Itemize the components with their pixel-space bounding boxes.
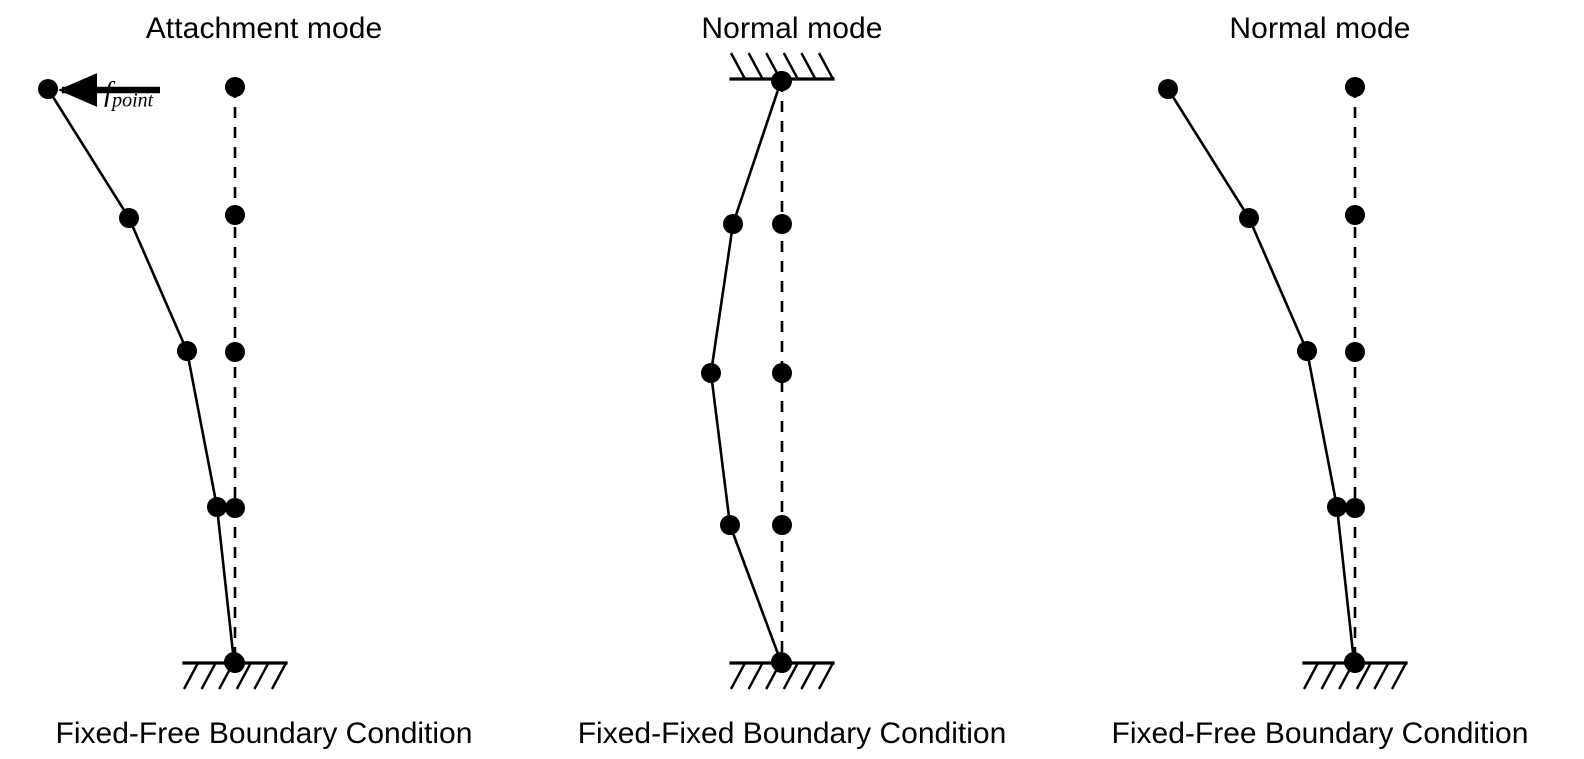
- force-label: fpoint: [104, 76, 153, 113]
- ground-hatch-2-bottom-4: [1373, 662, 1390, 690]
- ground-support-1-bottom: [729, 661, 835, 690]
- ground-hatch-0-bottom-0: [182, 662, 200, 690]
- deformed-node-3: [1327, 497, 1347, 517]
- deformed-node-2: [701, 363, 721, 383]
- panel-caption: Fixed-Free Boundary Condition: [55, 717, 473, 750]
- deformed-node-1: [1239, 208, 1259, 228]
- reference-node-2: [225, 342, 245, 362]
- ground-hatch-0-bottom-1: [200, 662, 217, 690]
- reference-node-3: [772, 515, 792, 535]
- ground-hatch-1-top-2: [765, 52, 782, 80]
- deformed-node-0: [771, 71, 791, 91]
- reference-node-3: [225, 498, 245, 518]
- ground-hatch-1-top-5: [817, 52, 835, 80]
- deformed-node-2: [1297, 341, 1317, 361]
- reference-node-3: [1345, 498, 1365, 518]
- panel-title: Normal mode: [701, 12, 883, 45]
- ground-hatch-1-top-4: [800, 52, 817, 80]
- ground-hatch-1-top-0: [729, 52, 747, 80]
- ground-hatch-2-bottom-0: [1302, 662, 1320, 690]
- deformed-shape-line: [1166, 87, 1356, 664]
- ground-support-0-bottom: [182, 661, 288, 690]
- deformed-node-0: [1158, 79, 1178, 99]
- ground-hatch-1-bottom-1: [747, 662, 764, 690]
- ground-hatch-1-bottom-5: [817, 662, 835, 690]
- ground-support-2-bottom: [1302, 661, 1408, 690]
- ground-hatch-0-bottom-5: [270, 662, 288, 690]
- ground-hatch-1-top-1: [747, 52, 764, 80]
- ground-hatch-0-bottom-2: [218, 662, 235, 690]
- ground-hatch-2-bottom-5: [1390, 662, 1408, 690]
- ground-hatch-0-bottom-4: [253, 662, 270, 690]
- reference-node-0: [1345, 77, 1365, 97]
- ground-hatch-1-bottom-4: [800, 662, 817, 690]
- force-subscript: point: [112, 89, 154, 112]
- ground-hatch-1-bottom-0: [729, 662, 747, 690]
- panel-caption: Fixed-Free Boundary Condition: [1111, 717, 1529, 750]
- deformed-node-1: [723, 214, 743, 234]
- reference-node-1: [225, 205, 245, 225]
- panel-caption: Fixed-Fixed Boundary Condition: [577, 717, 1007, 750]
- ground-hatch-2-bottom-2: [1338, 662, 1355, 690]
- deformed-node-0: [38, 79, 58, 99]
- deformed-node-2: [177, 341, 197, 361]
- deformed-node-1: [119, 208, 139, 228]
- ground-support-1-top: [729, 52, 835, 81]
- panel-title: Attachment mode: [145, 12, 383, 45]
- panel-title: Normal mode: [1229, 12, 1411, 45]
- ground-hatch-0-bottom-3: [235, 662, 252, 690]
- ground-hatch-1-bottom-2: [765, 662, 782, 690]
- ground-hatch-2-bottom-1: [1320, 662, 1337, 690]
- ground-hatch-1-top-3: [782, 52, 799, 80]
- reference-node-1: [772, 214, 792, 234]
- ground-hatch-1-bottom-3: [782, 662, 799, 690]
- reference-node-2: [1345, 342, 1365, 362]
- force-symbol: f: [104, 76, 113, 108]
- deformed-node-3: [207, 497, 227, 517]
- deformed-node-3: [720, 515, 740, 535]
- ground-hatch-2-bottom-3: [1355, 662, 1372, 690]
- reference-node-2: [772, 363, 792, 383]
- reference-node-1: [1345, 205, 1365, 225]
- reference-node-0: [225, 77, 245, 97]
